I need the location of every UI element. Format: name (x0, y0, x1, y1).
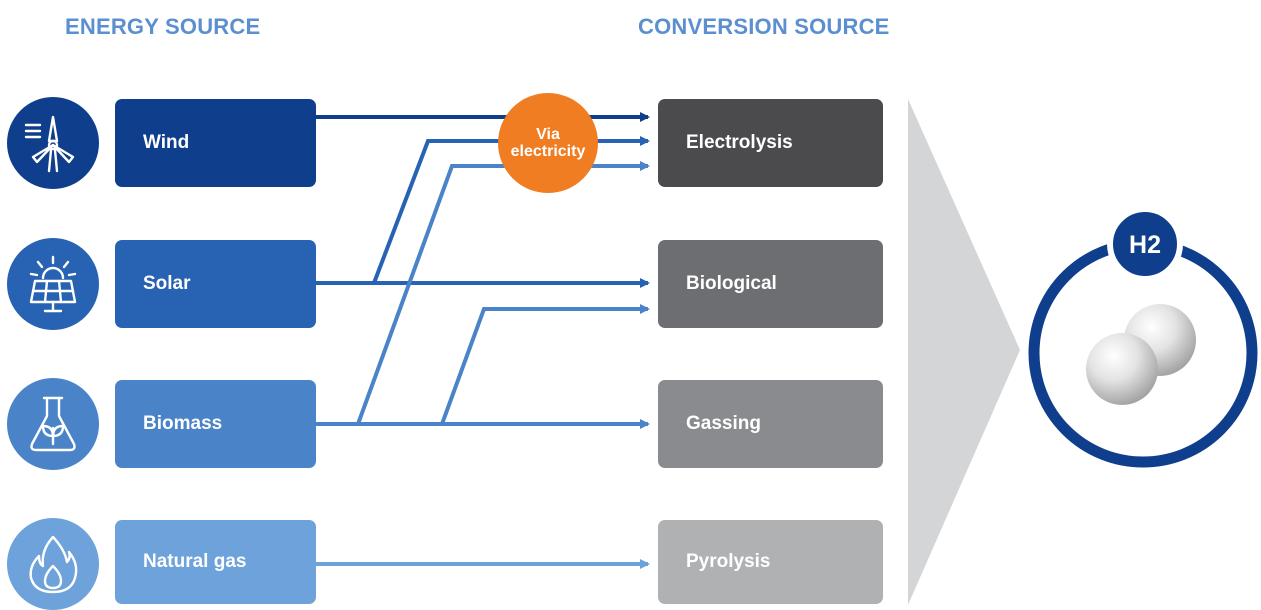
source-label-biomass: Biomass (143, 413, 223, 434)
conversion-source-heading: CONVERSION SOURCE (638, 14, 890, 39)
conversion-box-gassing: Gassing (658, 380, 883, 468)
conversion-box-electrolysis: Electrolysis (658, 99, 883, 187)
source-label-wind: Wind (143, 132, 190, 153)
h2-tag (1107, 206, 1183, 282)
energy-source-heading: ENERGY SOURCE (65, 14, 261, 39)
source-box-natural-gas: Natural gas (115, 520, 316, 604)
source-box-solar: Solar (115, 240, 316, 328)
h2-label: H2 (1129, 231, 1161, 259)
via-electricity-badge: Via electricity (498, 93, 598, 193)
source-box-biomass: Biomass (115, 380, 316, 468)
conversion-label-biological: Biological (686, 273, 777, 294)
conversion-box-biological: Biological (658, 240, 883, 328)
source-label-solar: Solar (143, 273, 191, 294)
via-badge-line2: electricity (510, 143, 586, 160)
conversion-box-pyrolysis: Pyrolysis (658, 520, 883, 604)
conversion-label-pyrolysis: Pyrolysis (686, 551, 771, 572)
conversion-label-electrolysis: Electrolysis (686, 132, 793, 153)
wind-turbine-icon (7, 97, 99, 189)
source-label-natural-gas: Natural gas (143, 551, 247, 572)
arrow-biomass-biological (358, 304, 650, 426)
source-box-wind: Wind (115, 99, 316, 187)
conversion-label-gassing: Gassing (686, 413, 761, 434)
flame-icon (7, 518, 99, 610)
solar-panel-icon (7, 238, 99, 330)
via-badge-line1: Via (536, 126, 560, 143)
biomass-flask-icon (7, 378, 99, 470)
hydrogen-molecule-icon (1086, 304, 1196, 405)
